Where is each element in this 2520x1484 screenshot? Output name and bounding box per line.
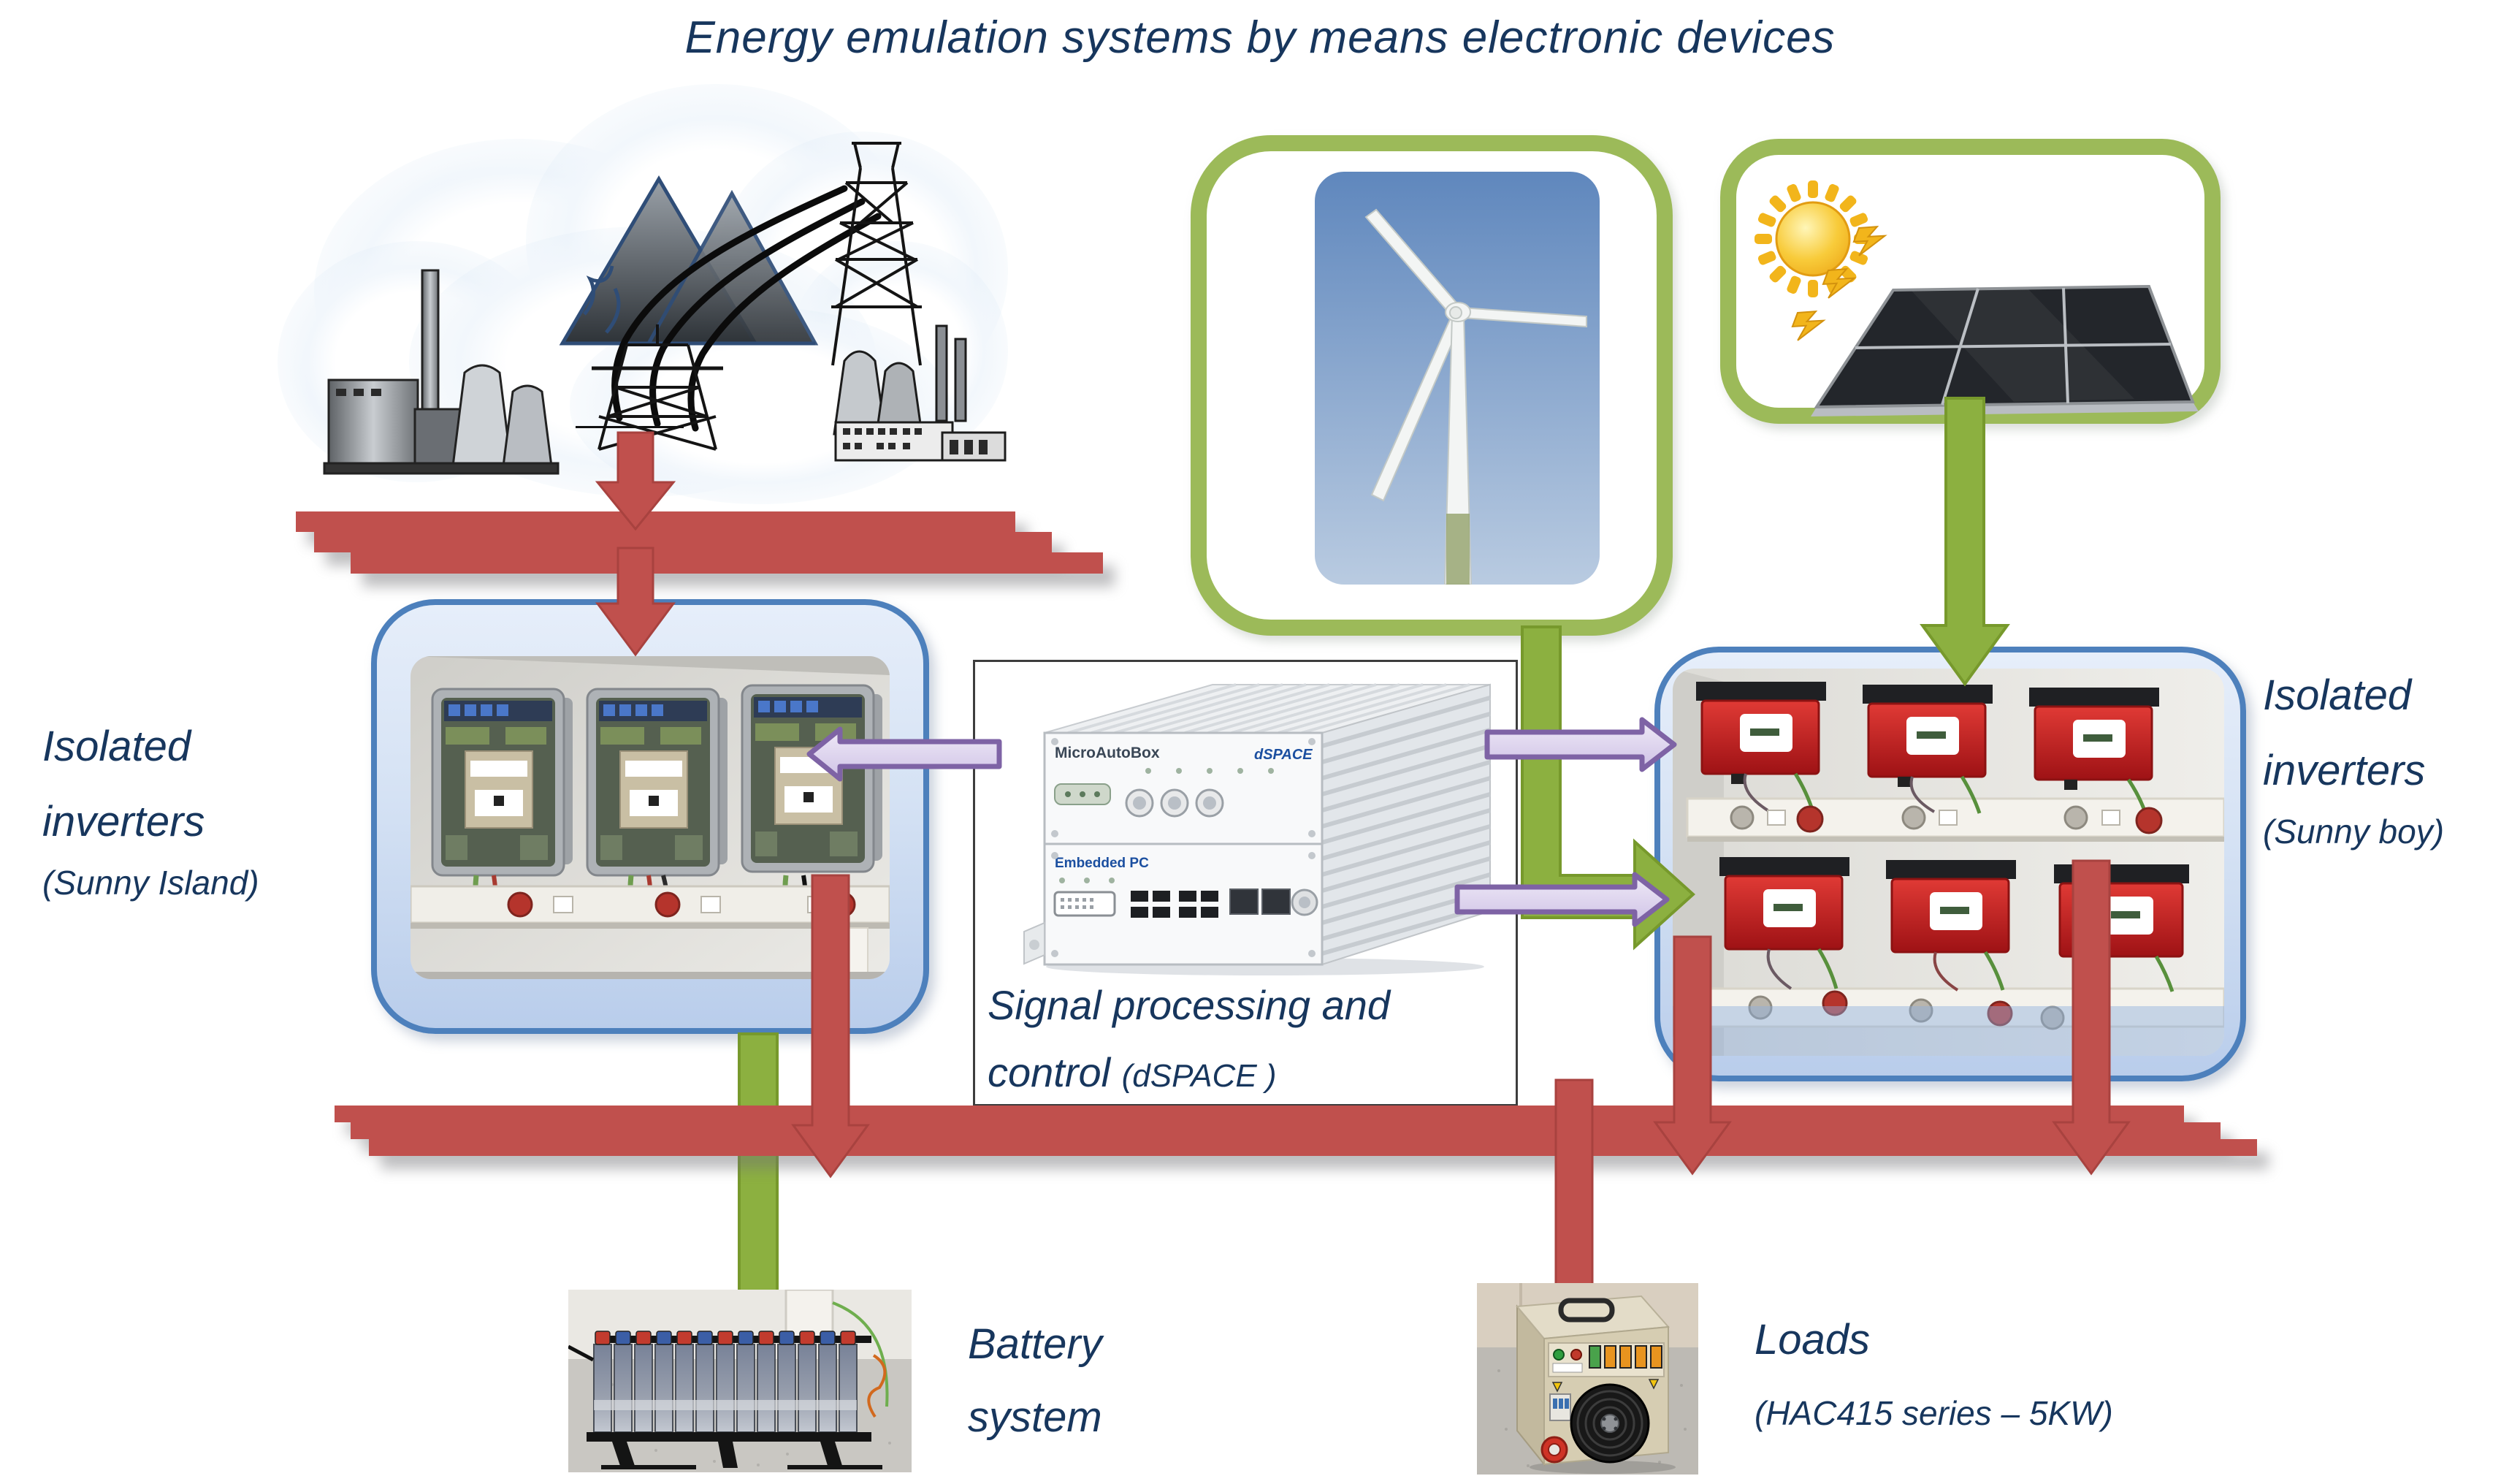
loads-label-line1: Loads: [1755, 1316, 1871, 1363]
loads-label-sub: (HAC415 series – 5KW): [1755, 1394, 2113, 1432]
wind-turbine-icon: [1364, 208, 1587, 585]
socket-rail-1: [1730, 805, 2163, 834]
right-inverters-photo: [1673, 669, 2224, 1056]
page-title: Energy emulation systems by means electr…: [684, 12, 1836, 63]
factory-icon: [833, 324, 1007, 462]
dspace-device: MicroAutoBox dSPACE Embedded PC: [1023, 683, 1491, 975]
battery-stand: [587, 1432, 882, 1469]
wind-turbine-photo: [1315, 172, 1600, 585]
left-box-label: Isolated inverters (Sunny Island): [42, 709, 364, 906]
left-box-label-sub: (Sunny Island): [42, 864, 259, 902]
battery-label: Battery system: [968, 1308, 1275, 1454]
left-box-label-line1: Isolated: [42, 723, 191, 770]
right-box-label-line2: inverters: [2263, 747, 2426, 794]
right-box-label-line1: Isolated: [2263, 671, 2412, 719]
pylon-icon: [592, 324, 723, 451]
signal-label-sub: (dSPACE ): [1121, 1058, 1277, 1094]
device-embedded-label: Embedded PC: [1055, 856, 1149, 871]
sunray-bolt-icons: [1791, 225, 1887, 341]
battery-photo: [568, 1290, 912, 1472]
device-brand-label: dSPACE: [1254, 747, 1313, 763]
battery-label-line2: system: [968, 1393, 1102, 1441]
ac-bus-top: [296, 511, 1107, 574]
grid-cloud-icons: [323, 142, 1007, 475]
power-plant-icon: [323, 269, 560, 475]
battery-label-line1: Battery: [968, 1320, 1102, 1368]
solar-photo: [1755, 180, 2199, 416]
signal-label-line2: control: [988, 1049, 1111, 1095]
power-lines-icon: [611, 185, 882, 432]
device-model-label: MicroAutoBox: [1055, 745, 1160, 761]
ac-bus-bottom: [335, 1106, 2257, 1156]
left-inverters-photo: [411, 656, 890, 979]
loads-label: Loads (HAC415 series – 5KW): [1755, 1304, 2280, 1450]
sun-icon: [1755, 180, 1871, 297]
load-bank-device: [1515, 1295, 1671, 1466]
arrow-solar-to-right-inverters: [1920, 397, 2010, 687]
signal-label-line1: Signal processing and: [988, 982, 1391, 1028]
solar-panel-icon: [1811, 284, 2199, 416]
signal-label: Signal processing and control (dSPACE ): [988, 972, 1543, 1110]
grid-baseline: [576, 426, 684, 428]
transmission-tower-icon: [831, 142, 922, 366]
right-box-label-sub: (Sunny boy): [2263, 813, 2445, 851]
battery-cells: [593, 1331, 871, 1433]
loads-photo: [1477, 1283, 1698, 1475]
left-box-label-line2: inverters: [42, 798, 205, 845]
right-box-label: Isolated inverters (Sunny boy): [2263, 658, 2519, 855]
